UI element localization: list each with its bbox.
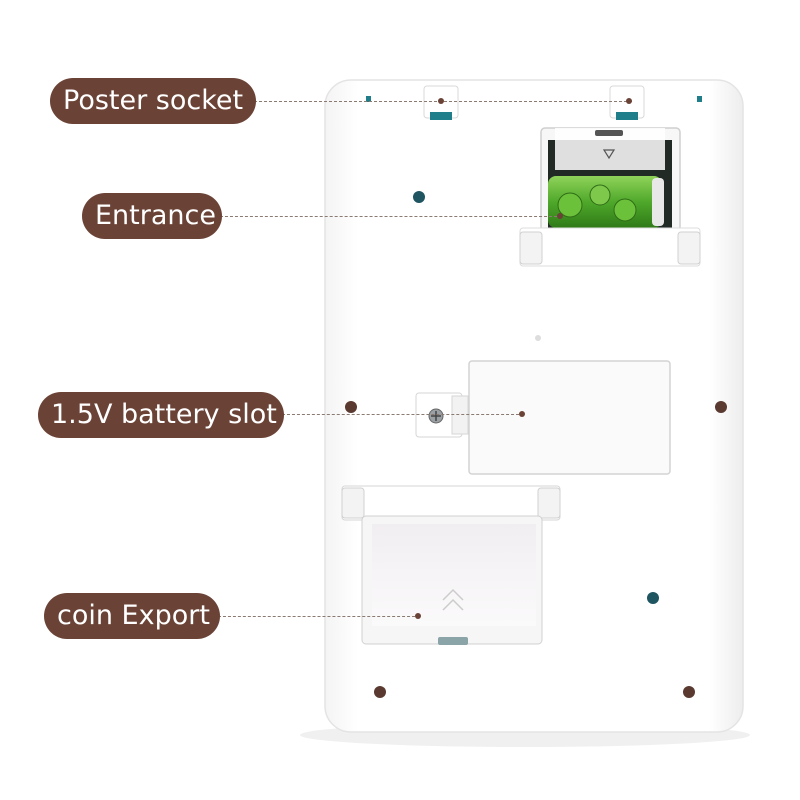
- leader-dot-poster-socket: [626, 98, 632, 104]
- poster-socket-tabs: [366, 85, 702, 120]
- pin-hole: [535, 335, 541, 341]
- screw-hole: [374, 686, 386, 698]
- battery-cover: [415, 360, 671, 475]
- callout-coin-export: coin Export: [44, 593, 220, 639]
- leader-entrance: [220, 216, 562, 217]
- screw-hole: [683, 686, 695, 698]
- callout-battery-slot: 1.5V battery slot: [38, 392, 284, 438]
- screw-hole: [715, 401, 727, 413]
- leader-dot-poster-socket: [438, 98, 444, 104]
- leader-dot-battery-slot: [519, 411, 525, 417]
- screw-hole: [647, 592, 659, 604]
- leader-coin-export: [218, 616, 420, 617]
- screw-hole: [413, 191, 425, 203]
- leader-dot-coin-export: [415, 613, 421, 619]
- callout-entrance: Entrance: [82, 193, 222, 239]
- screw-hole: [345, 401, 357, 413]
- leader-dot-entrance: [557, 213, 563, 219]
- entrance-compartment: [519, 127, 701, 267]
- coin-export-window: [341, 485, 561, 645]
- leader-battery-slot: [282, 414, 524, 415]
- callout-poster-socket: Poster socket: [50, 78, 256, 124]
